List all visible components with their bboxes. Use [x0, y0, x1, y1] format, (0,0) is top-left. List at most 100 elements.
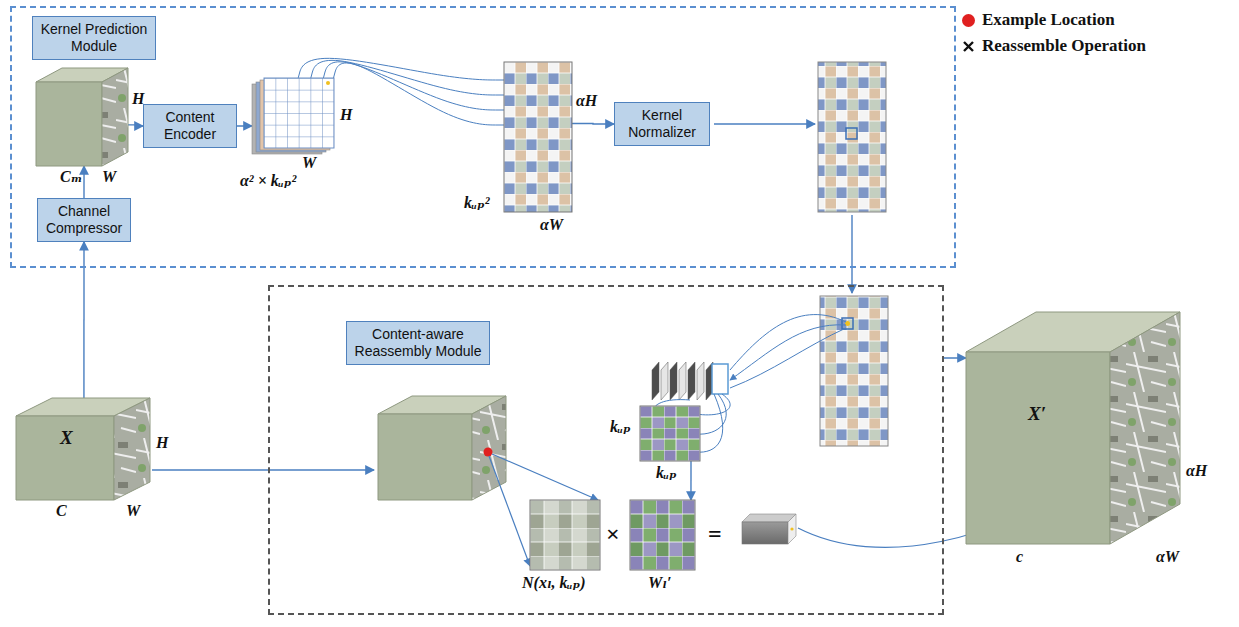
feature-cube: XCHW	[16, 398, 150, 500]
dimension-label: kᵤₚ	[610, 418, 631, 436]
zoom-line	[489, 456, 530, 566]
node-shape	[36, 68, 128, 166]
vector-dot	[790, 527, 793, 530]
kernel-slab	[679, 362, 686, 400]
vector-front	[742, 522, 788, 544]
feature-cube: X′cαHαW	[966, 312, 1180, 544]
reshape-curve	[730, 325, 846, 380]
connector-arrow	[323, 62, 504, 110]
dimension-label: W	[126, 502, 140, 520]
kernel-tensor: α² × kᵤₚ²HW	[252, 78, 336, 154]
kernel-front	[712, 364, 728, 394]
kernel-grid: kᵤₚkᵤₚ	[640, 406, 700, 461]
flow-arrow	[851, 215, 852, 293]
node-shape	[640, 406, 700, 461]
connector-arrow	[128, 125, 143, 126]
process-box: Content Encoder	[143, 104, 237, 148]
grid-shape	[504, 62, 572, 212]
dimension-label: αW	[1156, 548, 1179, 566]
cube-front	[16, 416, 114, 500]
kernel-weight-grid: Wₗ′	[630, 500, 695, 570]
legend-item: Reassemble Operation	[962, 36, 1146, 56]
dimension-label: X′	[1028, 404, 1046, 425]
node-shape	[966, 312, 1180, 544]
reshape-curve	[696, 394, 726, 434]
feature-cube: CₘHW	[36, 68, 128, 166]
legend-swatch	[962, 14, 975, 27]
zoom-line	[492, 454, 598, 500]
illustration	[152, 62, 1090, 566]
legend-symbol	[962, 40, 975, 53]
grid-shape	[530, 500, 600, 570]
cube-image-face	[102, 68, 128, 166]
node-shape	[16, 398, 150, 500]
dimension-label: C	[56, 502, 67, 520]
highlight-cell	[842, 318, 853, 329]
node-shape	[530, 500, 600, 570]
module-region: Kernel Prediction ModuleCₘHWContent Enco…	[10, 6, 956, 268]
dimension-label: kᵤₚ	[656, 464, 677, 482]
dimension-label: αH	[576, 92, 597, 110]
module-title: Content-aware Reassembly Module	[346, 321, 490, 365]
box-label: Content Encoder	[150, 109, 230, 143]
kernel-stack	[652, 362, 728, 400]
neighborhood-grid: N(xₗ, kᵤₚ)	[530, 500, 600, 570]
feature-cube	[378, 396, 506, 500]
flow-arrow	[714, 123, 815, 124]
legend-text: Example Location	[982, 10, 1115, 30]
node-shape	[630, 500, 695, 570]
connector-arrow	[944, 357, 966, 358]
operator-symbol: ×	[606, 522, 620, 546]
dimension-label: W	[302, 154, 316, 172]
dimension-label: H	[340, 106, 352, 124]
normalized-kernel-map	[818, 62, 886, 212]
reshape-curve	[730, 328, 846, 388]
operator-symbol: =	[708, 522, 722, 546]
legend: Example LocationReassemble Operation	[962, 10, 1146, 62]
dimension-label: α² × kᵤₚ²	[240, 172, 296, 190]
module-title: Kernel Prediction Module	[32, 16, 156, 60]
reshape-curve	[730, 315, 846, 370]
grid-shape	[640, 406, 700, 461]
kernel-map: αHkᵤₚ²αW	[504, 62, 572, 212]
dimension-label: Cₘ	[60, 168, 82, 186]
dimension-label: c	[1016, 548, 1023, 566]
cube-image-face	[472, 396, 506, 500]
connector-arrow	[83, 242, 84, 398]
kernel-slab	[652, 362, 659, 400]
dimension-label: W	[102, 168, 116, 186]
flow-arrow	[152, 469, 374, 470]
highlight-cell	[846, 128, 857, 139]
cube-front	[966, 352, 1110, 544]
reshape-curve	[696, 394, 730, 415]
box-label: Channel Compressor	[44, 203, 124, 237]
connector-arrow	[298, 58, 504, 80]
highlight-dot	[326, 81, 330, 85]
dimension-label: kᵤₚ²	[464, 194, 490, 212]
connector-arrow	[572, 123, 614, 125]
kernel-slab	[688, 362, 695, 400]
connector-arrow	[237, 125, 252, 127]
module-region: Content-aware Reassembly ModulekᵤₚkᵤₚN(x…	[268, 285, 944, 615]
vector-top	[742, 514, 796, 522]
dimension-label: αH	[1186, 462, 1207, 480]
node-shape	[504, 62, 572, 212]
vector-side	[788, 514, 796, 544]
normalized-kernel-map	[820, 296, 888, 446]
output-vector	[742, 514, 796, 544]
cube-front	[36, 82, 102, 166]
dimension-label: αW	[540, 216, 563, 234]
legend-item: Example Location	[962, 10, 1146, 30]
process-box: Channel Compressor	[37, 198, 131, 242]
dimension-label: Wₗ′	[648, 574, 671, 592]
connector-arrow	[690, 461, 691, 500]
connector-arrow	[83, 166, 84, 198]
dimension-label: H	[156, 434, 168, 452]
legend-text: Reassemble Operation	[982, 36, 1146, 56]
cube-front	[378, 414, 472, 500]
dimension-label: N(xₗ, kᵤₚ)	[522, 574, 586, 592]
cross-symbol	[964, 42, 973, 51]
kernel-slab	[661, 362, 668, 400]
connectors	[84, 58, 966, 500]
